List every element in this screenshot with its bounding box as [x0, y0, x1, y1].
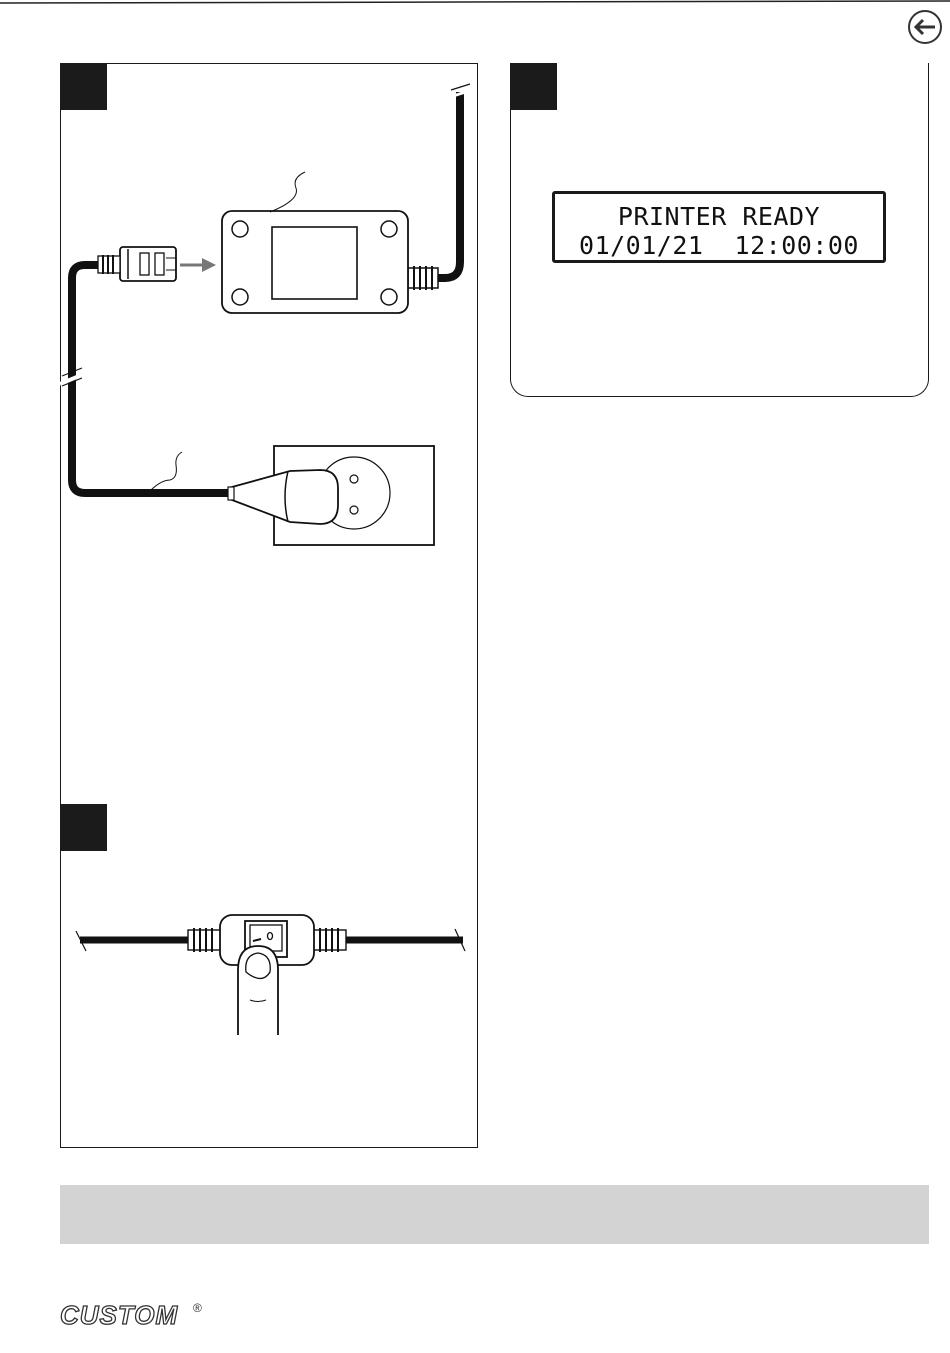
note-bar	[60, 1185, 929, 1244]
finger-icon	[238, 946, 278, 1035]
custom-logo: CUSTOM ®	[60, 1300, 210, 1328]
logo-text: CUSTOM	[60, 1300, 179, 1328]
display-status-line: PRINTER READY	[555, 202, 883, 231]
display-datetime-line: 01/01/21 12:00:00	[555, 231, 883, 260]
logo-registered-mark: ®	[193, 1301, 202, 1315]
printer-display: PRINTER READY 01/01/21 12:00:00	[552, 191, 886, 263]
